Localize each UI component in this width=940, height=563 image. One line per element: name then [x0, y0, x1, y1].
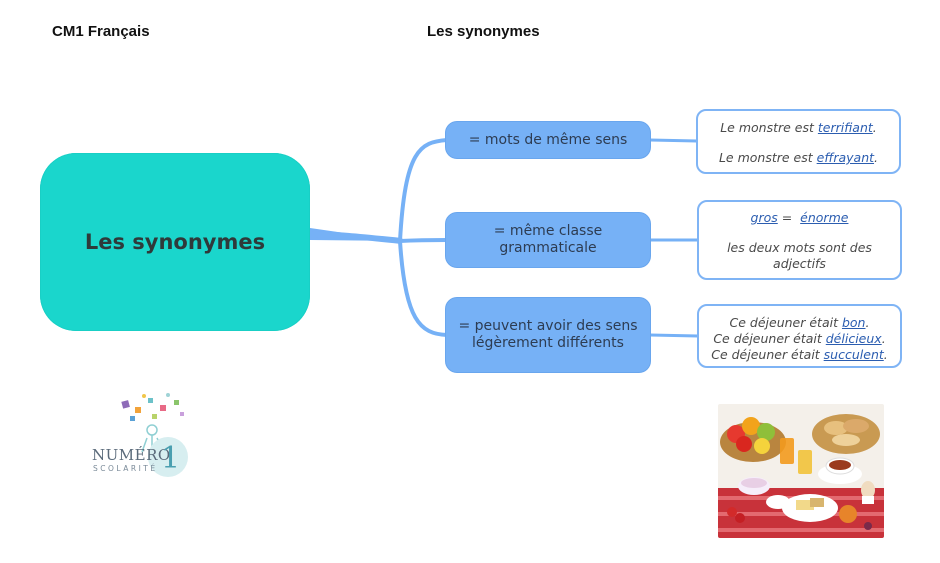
connector-to-branch-1	[398, 138, 448, 242]
header-lesson-title: Les synonymes	[427, 23, 540, 40]
example-sentence: Ce déjeuner était bon.	[699, 315, 900, 331]
branch-node-slightly-different[interactable]: = peuvent avoir des sens légèrement diff…	[445, 297, 651, 373]
synonym-pair: gros = énorme	[699, 210, 900, 226]
sentence-text: Le monstre est	[718, 150, 817, 165]
sentence-text: Ce déjeuner était	[711, 347, 824, 362]
synonym-link[interactable]: terrifiant	[817, 120, 873, 135]
central-topic-label: Les synonymes	[84, 230, 266, 254]
branch-label: = mots de même sens	[468, 131, 628, 148]
period: .	[881, 331, 886, 346]
synonym-link[interactable]: délicieux	[825, 331, 882, 346]
numero-1-scolarite-logo: NUMÉRO 1 SCOLARITÉ	[92, 393, 188, 477]
leaf-node-gros-enorme[interactable]: gros = énorme les deux mots sont des adj…	[697, 200, 902, 280]
period: .	[874, 150, 879, 165]
synonym-link[interactable]: énorme	[800, 210, 849, 225]
sentence-text: Ce déjeuner était	[729, 315, 842, 330]
logo-number: 1	[161, 441, 180, 476]
synonym-link[interactable]: bon	[841, 315, 866, 330]
example-sentence: Le monstre est effrayant.	[698, 150, 899, 166]
branch-label: = peuvent avoir des sens légèrement diff…	[458, 318, 638, 351]
branch-node-same-class[interactable]: = même classe grammaticale	[445, 212, 651, 268]
central-topic-node[interactable]: Les synonymes	[40, 153, 310, 331]
period: .	[865, 315, 870, 330]
synonym-link[interactable]: effrayant	[816, 150, 875, 165]
connector-to-branch-2	[399, 238, 448, 243]
synonym-link[interactable]: gros	[750, 210, 778, 225]
logo-text-scolarite: SCOLARITÉ	[93, 464, 158, 473]
connector-to-branch-3	[398, 240, 448, 337]
period: .	[883, 347, 888, 362]
connector-to-leaf-3	[649, 333, 699, 338]
sentence-text: Le monstre est	[720, 120, 818, 135]
equals-sign: =	[777, 210, 797, 225]
period: .	[872, 120, 877, 135]
breakfast-photo	[718, 404, 884, 538]
branch-node-same-meaning[interactable]: = mots de même sens	[445, 121, 651, 159]
header-course-title: CM1 Français	[52, 23, 150, 40]
leaf-node-examples-monstre[interactable]: Le monstre est terrifiant. Le monstre es…	[696, 109, 901, 174]
leaf-node-examples-dejeuner[interactable]: Ce déjeuner était bon. Ce déjeuner était…	[697, 304, 902, 368]
example-sentence: Le monstre est terrifiant.	[698, 120, 899, 150]
synonym-link[interactable]: succulent	[823, 347, 884, 362]
branch-label: = même classe grammaticale	[493, 223, 603, 256]
example-sentence: Ce déjeuner était succulent.	[699, 347, 900, 363]
example-sentence: Ce déjeuner était délicieux.	[699, 331, 900, 347]
grammar-note: les deux mots sont des adjectifs	[727, 240, 872, 271]
connector-trunk-line	[304, 231, 403, 244]
logo-text-numero: NUMÉRO	[92, 446, 171, 464]
connector-to-leaf-1	[649, 138, 698, 143]
sentence-text: Ce déjeuner était	[713, 331, 826, 346]
